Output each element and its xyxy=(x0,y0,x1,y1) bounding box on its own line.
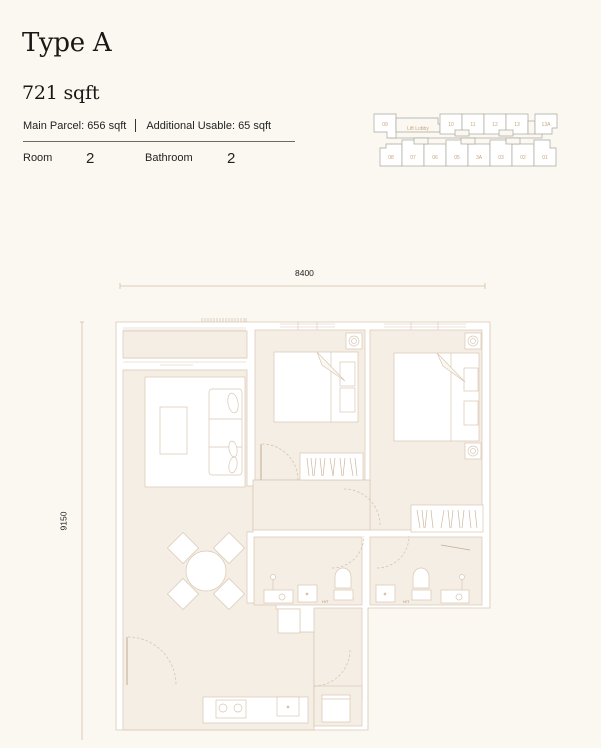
keyplan-unit: 02 xyxy=(520,155,526,161)
keyplan-unit: 05 xyxy=(454,155,460,161)
bathroom-count: 2 xyxy=(227,150,236,167)
area-breakdown: Main Parcel: 656 sqft Additional Usable:… xyxy=(23,119,271,132)
separator xyxy=(135,119,137,132)
bath-annotation: H/T xyxy=(403,599,410,604)
keyplan-unit: 06 xyxy=(432,155,438,161)
keyplan-unit: 13 xyxy=(514,122,520,128)
keyplan-unit: 11 xyxy=(470,122,475,128)
keyplan-unit: 08 xyxy=(388,155,394,161)
keyplan-lift-lobby: Lift Lobby xyxy=(407,126,429,132)
width-dimension: 8400 xyxy=(295,268,314,278)
bath-annotation: H/T xyxy=(322,599,329,604)
keyplan-unit: 01 xyxy=(542,155,548,161)
total-area: 721 sqft xyxy=(22,82,100,104)
room-label: Room xyxy=(23,152,53,164)
key-plan: 09 Lift Lobby 10 11 12 13 13A 08 07 06 0… xyxy=(373,113,558,167)
main-parcel-area: Main Parcel: 656 sqft xyxy=(23,119,127,132)
keyplan-unit: 3A xyxy=(476,155,483,161)
keyplan-unit: 12 xyxy=(492,122,498,128)
room-count: 2 xyxy=(86,150,95,167)
bathroom-label: Bathroom xyxy=(145,152,193,164)
keyplan-unit: 03 xyxy=(498,155,504,161)
keyplan-unit: 07 xyxy=(410,155,416,161)
divider xyxy=(23,141,295,142)
additional-usable-area: Additional Usable: 65 sqft xyxy=(146,119,272,132)
keyplan-unit: 09 xyxy=(382,122,388,128)
keyplan-unit: 13A xyxy=(542,122,552,128)
unit-type-title: Type A xyxy=(22,28,112,58)
keyplan-unit: 10 xyxy=(448,122,454,128)
